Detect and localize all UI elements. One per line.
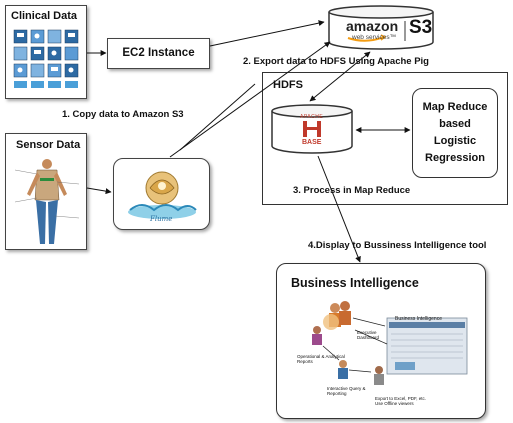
bi-workflow-graphic: [312, 301, 468, 385]
step-1-label: 1. Copy data to Amazon S3: [62, 109, 184, 120]
arrow-hbase-to-bi: [317, 155, 361, 263]
hbase-cylinder: [271, 104, 353, 154]
hbase-base-label: BASE: [302, 139, 322, 146]
map-reduce-text: Map Reduce based Logistic Regression: [413, 99, 497, 167]
clinical-data-title: Clinical Data: [11, 10, 78, 22]
bi-export-note: Export to Excel, PDF, etc. Use Offline v…: [375, 396, 427, 406]
s3-label: S3: [409, 17, 433, 38]
ec2-instance-label: EC2 Instance: [122, 47, 195, 59]
body-sensor-figure-icon: [14, 159, 80, 244]
arrow-s3-to-hbase: [309, 51, 371, 102]
s3-web-services-text: web services™: [352, 34, 397, 41]
hdfs-label: HDFS: [273, 79, 303, 91]
sensor-data-box: Sensor Data: [5, 133, 87, 250]
hbase-h-icon: [303, 121, 321, 137]
arrow-sensor-to-flume: [86, 187, 112, 195]
arrow-flume-to-s3: [169, 41, 331, 158]
map-reduce-line4: Regression: [425, 152, 485, 164]
bi-executive-dashboard: Executive Dashboard: [357, 330, 380, 340]
flume-icon: Flume: [128, 171, 197, 223]
business-intelligence-box: Business Intelligence Business Intellige…: [276, 263, 486, 419]
map-reduce-line1: Map Reduce: [422, 101, 488, 113]
clinical-data-box: Clinical Data: [5, 5, 87, 99]
hbase-apache-label: APACHE: [300, 114, 324, 120]
svg-text:Flume: Flume: [149, 215, 172, 223]
map-reduce-box: Map Reduce based Logistic Regression: [412, 88, 498, 178]
bi-interactive-query: Interactive Query & Reporting: [327, 386, 366, 396]
clinical-devices-icon: [13, 29, 79, 88]
arrow-clinical-to-s3-tail: [179, 83, 256, 151]
step-4-label: 4.Display to Bussiness Intelligence tool: [308, 240, 487, 251]
step-3-label: 3. Process in Map Reduce: [293, 185, 411, 196]
map-reduce-line3: Logistic: [433, 135, 477, 147]
bi-title: Business Intelligence: [291, 276, 419, 290]
bi-inner-title: Business Intelligence: [395, 316, 442, 322]
flume-gateway-box: Flume: [113, 158, 210, 230]
arrow-ec2-to-s3: [209, 20, 325, 47]
s3-brand-text: amazon: [346, 18, 399, 34]
bi-operational-reports: Operational & Analytical Reports: [297, 354, 345, 364]
map-reduce-line2: based: [439, 118, 471, 130]
ec2-instance-box: EC2 Instance: [107, 38, 210, 69]
amazon-s3-cylinder: [328, 5, 434, 50]
sensor-data-title: Sensor Data: [16, 139, 81, 151]
